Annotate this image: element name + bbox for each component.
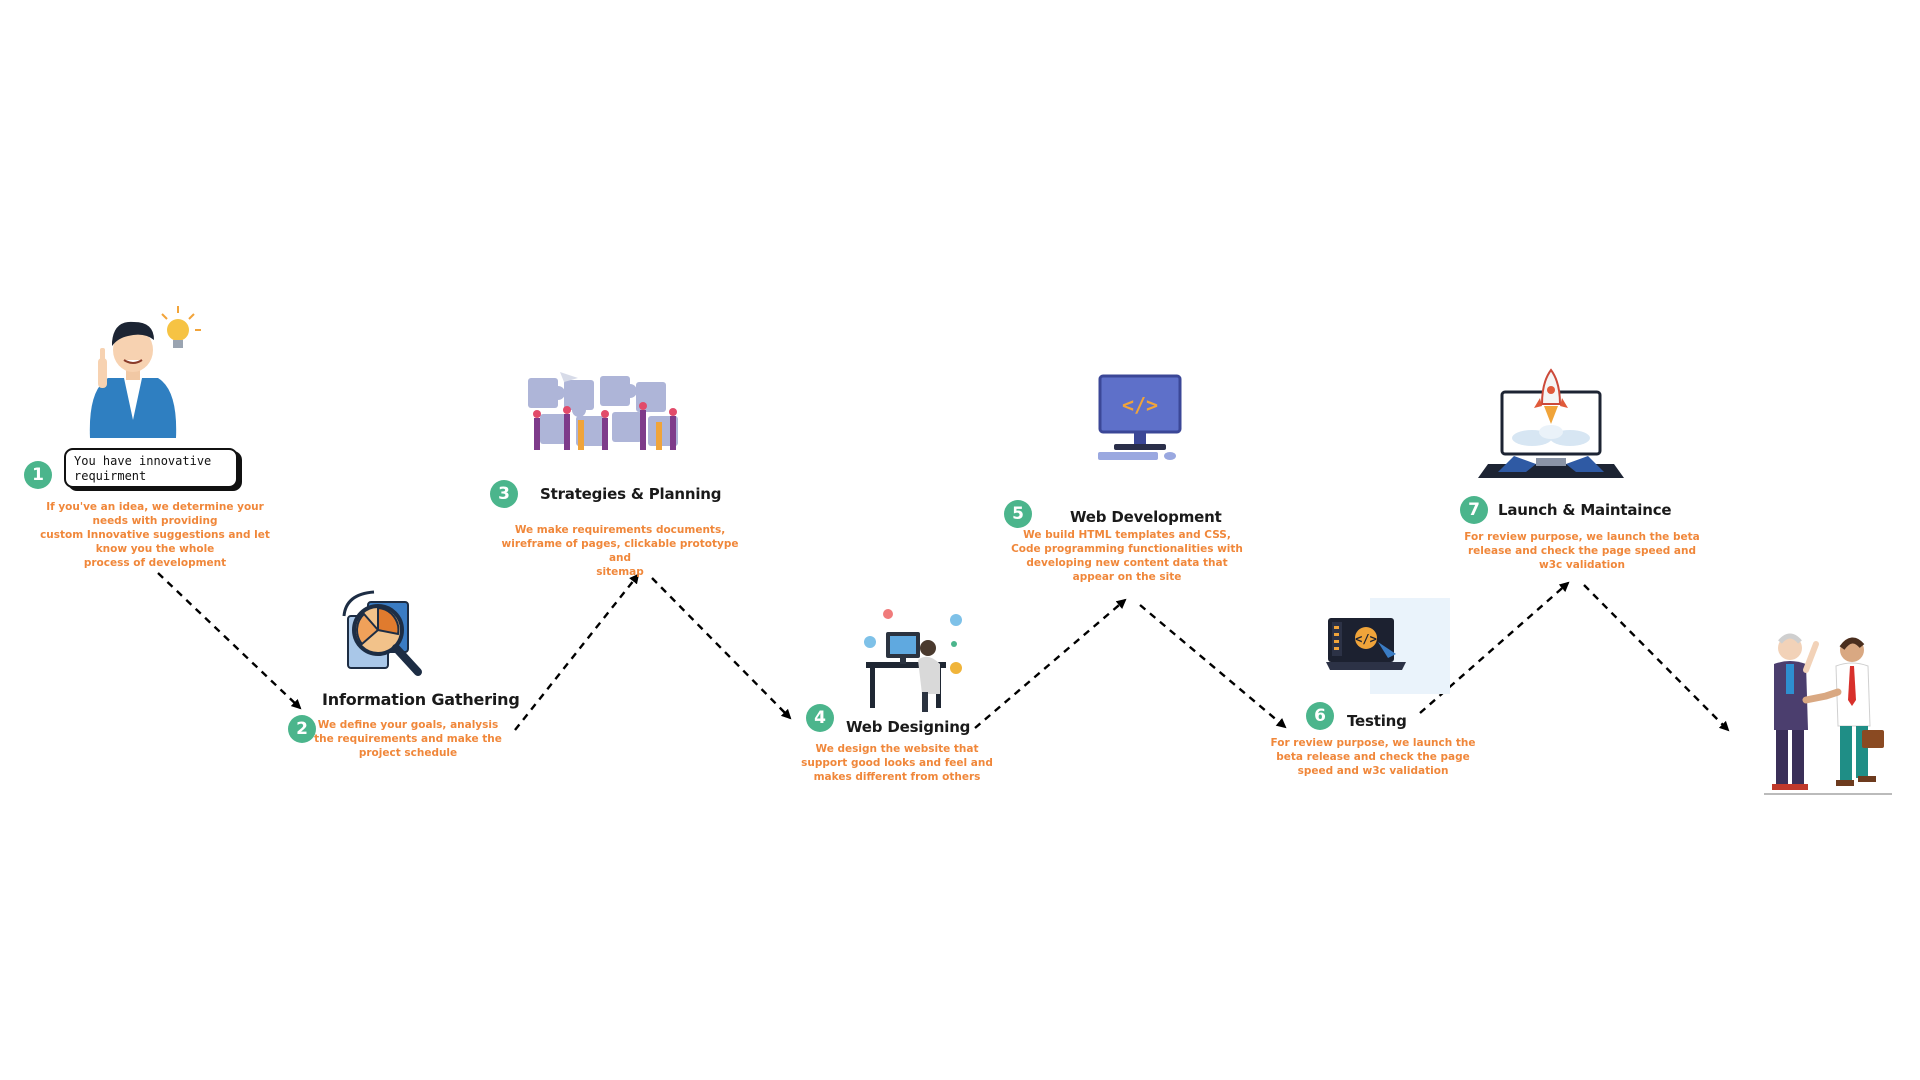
bubble-line-2: requirment bbox=[74, 469, 147, 483]
step-7-title: Launch & Maintaince bbox=[1498, 501, 1672, 519]
arrow-3-to-4 bbox=[651, 577, 792, 720]
step-2-badge: 2 bbox=[288, 715, 316, 743]
step-5-description: We build HTML templates and CSS, Code pr… bbox=[1011, 529, 1243, 583]
step-5-badge: 5 bbox=[1004, 500, 1032, 528]
thinking-man-with-lightbulb-icon bbox=[89, 306, 201, 438]
step-1-description: If you've an idea, we determine your nee… bbox=[40, 501, 270, 569]
step-4-title: Web Designing bbox=[846, 718, 971, 736]
bubble-line-1: You have innovative bbox=[74, 454, 212, 468]
step-3-title: Strategies & Planning bbox=[540, 485, 722, 503]
arrow-2-to-3 bbox=[514, 573, 640, 731]
svg-text:</>: </> bbox=[1355, 632, 1377, 646]
handshake-icon bbox=[1764, 633, 1892, 795]
laptop-code-icon: </> bbox=[1326, 598, 1450, 694]
step-1-badge: 1 bbox=[24, 461, 52, 489]
step-3-badge: 3 bbox=[490, 480, 518, 508]
step-3-description: We make requirements documents, wirefram… bbox=[501, 524, 739, 578]
arrow-1-to-2 bbox=[157, 572, 302, 710]
magnifier-documents-icon bbox=[342, 590, 422, 676]
step-7-description: For review purpose, we launch the beta r… bbox=[1464, 531, 1700, 571]
arrow-5-to-6 bbox=[1139, 604, 1287, 729]
step-2-title: Information Gathering bbox=[322, 690, 520, 709]
step-4-badge: 4 bbox=[806, 704, 834, 732]
step-4-description: We design the website that support good … bbox=[801, 743, 993, 783]
team-puzzle-icon bbox=[528, 372, 678, 450]
arrow-7-to-end bbox=[1583, 584, 1730, 732]
step-7-badge: 7 bbox=[1460, 496, 1488, 524]
code-monitor-icon: </> bbox=[1098, 374, 1182, 460]
step-6-description: For review purpose, we launch the beta r… bbox=[1270, 737, 1476, 777]
arrow-4-to-5 bbox=[974, 598, 1127, 729]
step-6-title: Testing bbox=[1347, 712, 1407, 730]
step-6-badge: 6 bbox=[1306, 702, 1334, 730]
designer-at-desk-icon bbox=[864, 609, 962, 712]
rocket-laptop-icon bbox=[1478, 368, 1624, 478]
step-2-description: We define your goals, analysis the requi… bbox=[314, 719, 502, 759]
idea-speech-bubble: You have innovative requirment bbox=[64, 448, 238, 488]
svg-text:</>: </> bbox=[1122, 393, 1158, 417]
step-5-title: Web Development bbox=[1070, 508, 1222, 526]
